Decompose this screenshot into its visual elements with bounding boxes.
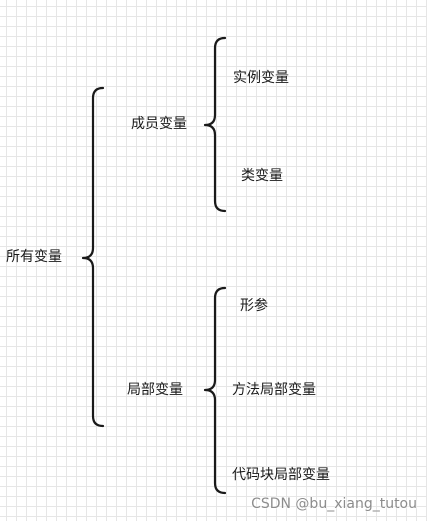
- root-label: 所有变量: [6, 249, 62, 265]
- watermark: CSDN @bu_xiang_tutou: [251, 496, 417, 512]
- local-brace: [203, 286, 227, 495]
- root-brace: [81, 86, 105, 428]
- class-variable-label: 类变量: [241, 168, 283, 184]
- member-variable-label: 成员变量: [131, 116, 187, 132]
- instance-variable-label: 实例变量: [233, 70, 289, 86]
- local-variable-label: 局部变量: [127, 382, 183, 398]
- member-brace: [203, 36, 227, 213]
- method-local-variable-label: 方法局部变量: [232, 382, 316, 398]
- block-local-variable-label: 代码块局部变量: [232, 467, 330, 483]
- parameter-label: 形参: [240, 298, 268, 314]
